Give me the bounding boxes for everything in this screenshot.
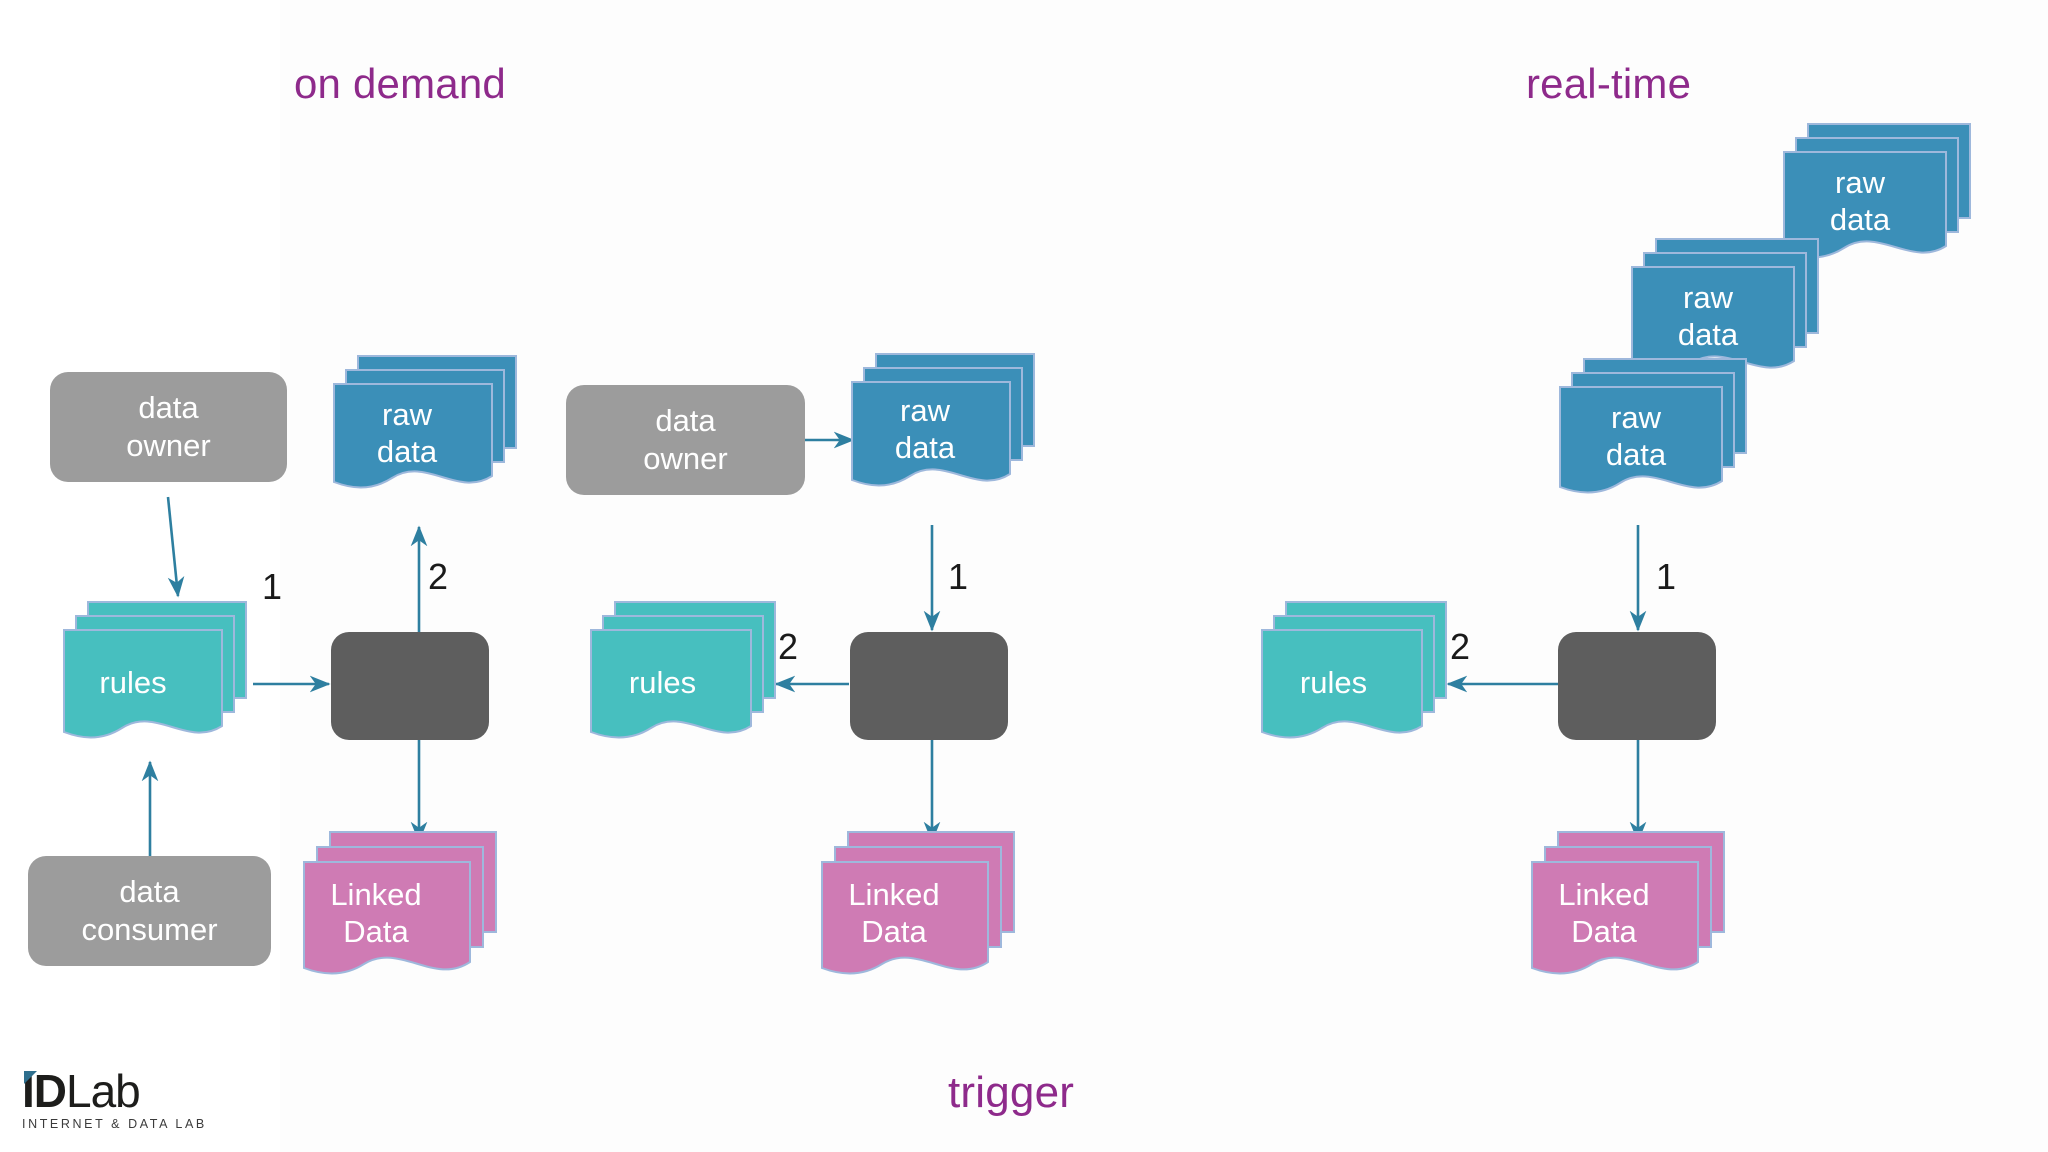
idlab-logo: IDLab INTERNET & DATA LAB bbox=[22, 1068, 232, 1131]
node-raw-data-3-right[interactable]: raw data bbox=[1780, 120, 1980, 280]
label-data: data bbox=[655, 403, 716, 439]
document-stack-icon bbox=[1631, 238, 1819, 374]
logo-corner-icon bbox=[24, 1071, 37, 1084]
heading-real-time: real-time bbox=[1526, 60, 1692, 107]
document-stack-icon bbox=[821, 831, 1015, 975]
node-raw-data-mid[interactable]: raw data bbox=[848, 350, 1038, 505]
document-stack-icon bbox=[590, 601, 776, 739]
node-rules-left[interactable]: rules bbox=[60, 598, 250, 758]
logo-word-light: Lab bbox=[66, 1065, 141, 1117]
label-owner: owner bbox=[126, 428, 211, 463]
label-consumer: consumer bbox=[81, 912, 218, 947]
step-label-2-right: 2 bbox=[1450, 626, 1471, 667]
step-label-1-right: 1 bbox=[1656, 556, 1677, 597]
node-raw-data-left[interactable]: raw data bbox=[330, 352, 520, 507]
step-label-2-left: 2 bbox=[428, 556, 449, 597]
document-stack-icon bbox=[1261, 601, 1447, 739]
node-data-consumer-left[interactable]: data consumer bbox=[28, 856, 271, 966]
background-tint bbox=[280, 0, 2048, 1152]
node-data-owner-mid[interactable]: data owner bbox=[566, 385, 805, 495]
node-processor-left[interactable] bbox=[331, 632, 489, 740]
arrow-owner-to-rules-left bbox=[166, 496, 185, 598]
node-rules-right[interactable]: rules bbox=[1258, 598, 1453, 758]
step-label-1-mid: 1 bbox=[948, 556, 969, 597]
node-data-owner-left[interactable]: data owner bbox=[50, 372, 287, 482]
logo-wordmark: IDLab bbox=[22, 1068, 232, 1114]
node-linked-data-left[interactable]: Linked Data bbox=[300, 828, 500, 998]
node-linked-data-mid[interactable]: Linked Data bbox=[818, 828, 1018, 998]
logo-tagline: INTERNET & DATA LAB bbox=[22, 1117, 207, 1131]
node-linked-data-right[interactable]: Linked Data bbox=[1528, 828, 1728, 998]
step-label-2-mid: 2 bbox=[778, 626, 799, 667]
step-label-1-left: 1 bbox=[262, 566, 283, 607]
node-rules-mid[interactable]: rules bbox=[587, 598, 782, 758]
document-stack-icon bbox=[1531, 831, 1725, 975]
document-stack-icon bbox=[1559, 358, 1747, 494]
label-data: data bbox=[119, 874, 180, 910]
node-raw-data-2-right[interactable]: raw data bbox=[1628, 235, 1828, 395]
label-data: data bbox=[138, 390, 199, 426]
heading-on-demand: on demand bbox=[294, 60, 506, 107]
document-stack-icon bbox=[851, 353, 1035, 487]
label-owner: owner bbox=[643, 441, 728, 476]
heading-trigger: trigger bbox=[948, 1068, 1075, 1117]
document-stack-icon bbox=[303, 831, 497, 975]
node-raw-data-1-right[interactable]: raw data bbox=[1556, 355, 1756, 515]
node-processor-mid[interactable] bbox=[850, 632, 1008, 740]
document-stack-icon bbox=[1783, 123, 1971, 259]
node-processor-right[interactable] bbox=[1558, 632, 1716, 740]
document-stack-icon bbox=[63, 601, 247, 739]
document-stack-icon bbox=[333, 355, 517, 489]
